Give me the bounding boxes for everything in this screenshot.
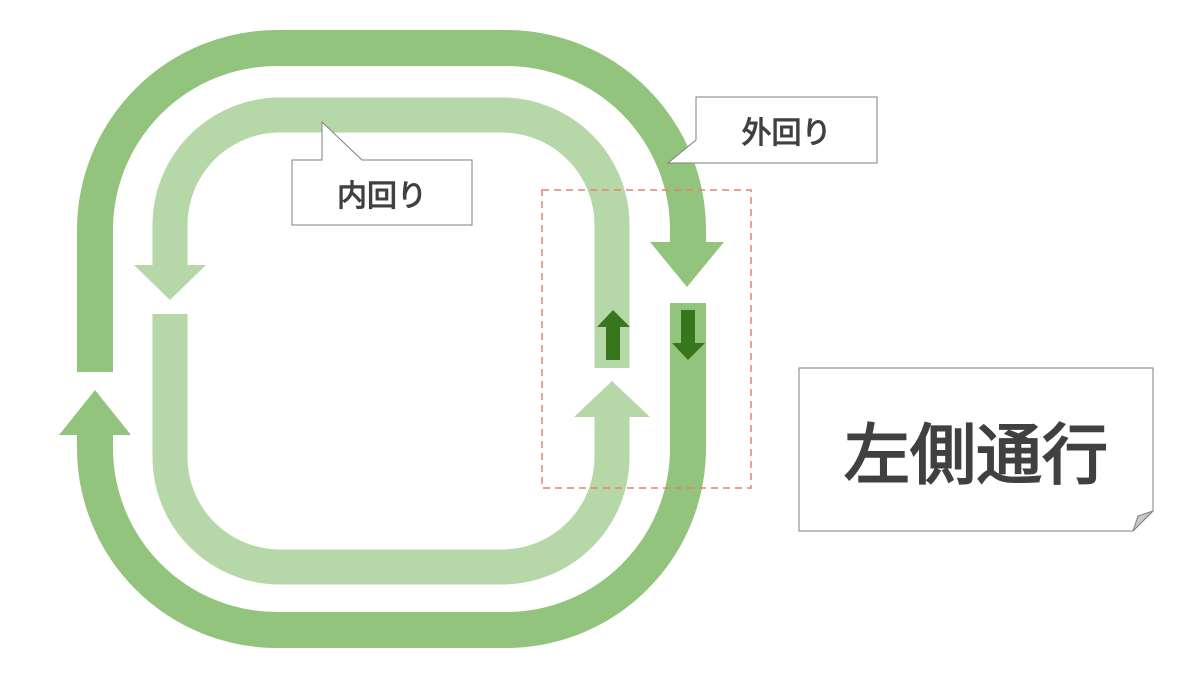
inner-loop-lower-segment xyxy=(152,314,630,585)
inner-loop-upper-segment xyxy=(152,97,630,368)
inner-callout-box xyxy=(291,120,473,226)
outer-loop-up-arrowhead xyxy=(59,390,131,435)
arrow-down-icon xyxy=(672,310,705,360)
title-label: 左側通行 xyxy=(844,416,1108,494)
outer-loop-upper-segment xyxy=(77,30,706,372)
outer-loop-lower-segment xyxy=(77,303,706,648)
outer-loop-label: 外回り xyxy=(741,116,832,151)
folded-corner xyxy=(1132,510,1154,532)
outer-loop xyxy=(59,30,724,648)
inner-loop-down-arrowhead xyxy=(134,265,206,300)
highlight-dashed-box xyxy=(541,189,752,489)
inner-loop xyxy=(134,97,650,585)
outer-callout-box xyxy=(666,96,878,164)
inner-loop-up-arrowhead xyxy=(574,381,650,417)
outer-loop-down-arrowhead xyxy=(650,242,724,287)
arrow-up-icon xyxy=(597,310,630,360)
inner-loop-label: 内回り xyxy=(337,178,427,214)
